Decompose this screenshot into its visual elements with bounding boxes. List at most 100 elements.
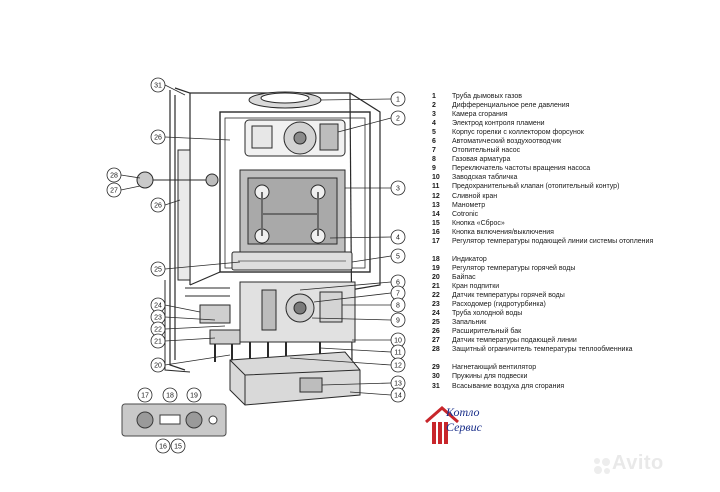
svg-text:9: 9: [396, 318, 400, 325]
svg-text:15: 15: [174, 444, 182, 451]
svg-text:27: 27: [110, 188, 118, 195]
logo-line-2: Сервис: [446, 420, 482, 434]
combustion-chamber: [239, 169, 346, 253]
callout-18: 18: [162, 387, 178, 403]
callout-7: 7: [313, 285, 406, 303]
boiler-casing: [169, 87, 381, 371]
svg-text:22: 22: [154, 327, 162, 334]
callout-4: 4: [329, 229, 406, 245]
callout-3: 3: [345, 180, 406, 196]
svg-text:31: 31: [154, 83, 162, 90]
avito-logo-icon: [594, 458, 610, 474]
svg-text:28: 28: [110, 173, 118, 180]
kotlo-servis-logo: [425, 406, 459, 444]
svg-text:2: 2: [396, 116, 400, 123]
svg-text:3: 3: [396, 186, 400, 193]
callout-2: 2: [337, 110, 406, 133]
mounting-frame: [164, 280, 230, 373]
callout-19: 19: [186, 387, 202, 403]
callout-26a: 26: [150, 129, 231, 145]
svg-text:24: 24: [154, 303, 162, 310]
svg-text:11: 11: [394, 350, 401, 357]
svg-text:5: 5: [396, 254, 400, 261]
avito-watermark: Avito: [612, 452, 664, 474]
callout-20: 20: [150, 354, 231, 373]
svg-text:19: 19: [190, 393, 198, 400]
flue-pipe: [248, 91, 322, 109]
callout-28: 28: [106, 167, 141, 183]
svg-text:26: 26: [154, 203, 162, 210]
boiler-diagram: 31 26 28 27 26 25 24 23 22 21 20 1 2 3 4…: [106, 77, 406, 454]
svg-text:6: 6: [396, 280, 400, 287]
svg-text:16: 16: [159, 444, 167, 451]
control-panel: [121, 403, 227, 437]
svg-text:21: 21: [154, 339, 162, 346]
callout-8: 8: [342, 297, 406, 313]
callout-10: 10: [352, 332, 406, 348]
callout-21: 21: [150, 333, 216, 349]
callout-12: 12: [289, 357, 406, 373]
right-callouts: 1 2 3 4 5 6 7 8 9 10 11 12 13 14: [289, 91, 406, 403]
callout-15: 15: [170, 438, 186, 454]
callout-16: 16: [155, 438, 171, 454]
callout-31: 31: [150, 77, 186, 96]
callout-13: 13: [321, 375, 406, 391]
callout-5: 5: [351, 248, 406, 264]
fan-assembly: [244, 119, 346, 157]
logo-line-1: Котло: [446, 405, 480, 419]
hydraulic-block: [199, 281, 356, 362]
callout-9: 9: [311, 312, 406, 328]
svg-text:14: 14: [394, 393, 402, 400]
svg-text:1: 1: [396, 97, 400, 104]
callout-23: 23: [150, 309, 216, 325]
svg-text:26: 26: [154, 135, 162, 142]
svg-text:7: 7: [396, 291, 400, 298]
svg-text:25: 25: [154, 267, 162, 274]
svg-text:18: 18: [166, 393, 174, 400]
callout-17: 17: [137, 387, 153, 403]
callout-27: 27: [106, 182, 141, 198]
callout-1: 1: [319, 91, 406, 107]
svg-text:12: 12: [394, 363, 402, 370]
burner: [231, 251, 353, 271]
svg-text:20: 20: [154, 363, 162, 370]
callout-26b: 26: [150, 197, 181, 213]
control-box: [229, 351, 361, 406]
callout-14: 14: [349, 387, 406, 403]
left-callouts: 31 26 28 27 26 25 24 23 22 21 20: [106, 77, 241, 373]
callout-25: 25: [150, 261, 241, 277]
svg-text:8: 8: [396, 303, 400, 310]
